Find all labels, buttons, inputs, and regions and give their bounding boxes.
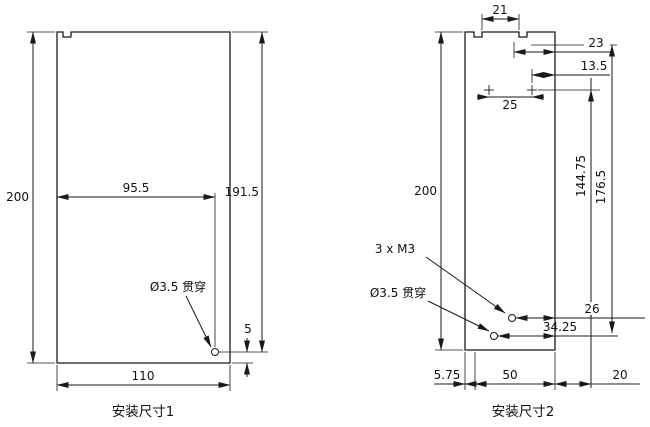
dim-width-2: 50 xyxy=(502,368,517,382)
m3-hole xyxy=(508,314,516,322)
dim-hole-x-1: 95.5 xyxy=(123,181,150,195)
dim-height-2: 200 xyxy=(414,184,437,198)
top-hole-center-marks xyxy=(484,85,537,95)
dim-hole-bottom-1: 5 xyxy=(244,322,252,336)
diagram-title-2: 安装尺寸2 xyxy=(492,404,555,420)
dim-23: 23 xyxy=(588,36,603,50)
through-hole-1 xyxy=(211,348,219,356)
dim-176-5: 176.5 xyxy=(594,170,608,204)
dim-25: 25 xyxy=(502,98,517,112)
dimension-lines-1 xyxy=(30,31,265,388)
dim-144-75: 144.75 xyxy=(574,155,588,197)
plate-outline-2 xyxy=(464,31,556,351)
through-hole-2 xyxy=(490,332,498,340)
plate-outline-1 xyxy=(56,31,231,364)
diagram-title-1: 安装尺寸1 xyxy=(112,404,175,420)
m3-leader-line xyxy=(425,256,506,314)
extension-lines-1 xyxy=(27,31,268,391)
text-backer xyxy=(577,302,607,315)
dim-hole-y-1: 191.5 xyxy=(225,185,259,199)
hole-callout-1: Ø3.5 贯穿 xyxy=(150,279,206,294)
dim-width-1: 110 xyxy=(132,369,155,383)
diagram-installation-1: 200 95.5 191.5 5 110 Ø3.5 贯穿 安装尺寸1 xyxy=(6,31,268,420)
dim-13-5: 13.5 xyxy=(581,59,608,73)
dimension-lines-2 xyxy=(434,16,645,388)
dim-height-1: 200 xyxy=(6,190,29,204)
dim-5-75: 5.75 xyxy=(434,368,461,382)
dim-notch-span: 21 xyxy=(492,3,507,17)
m3-callout: 3 x M3 xyxy=(375,242,415,256)
dim-26: 26 xyxy=(584,302,599,316)
dim-34-25: 34.25 xyxy=(543,320,577,334)
diagram-installation-2: 21 23 13.5 25 200 144.75 176.5 3 x M3 Ø3… xyxy=(370,3,645,420)
hole-callout-2: Ø3.5 贯穿 xyxy=(370,285,426,300)
dim-20: 20 xyxy=(612,368,627,382)
hole-leader-line-1 xyxy=(185,295,212,348)
hole-leader-line-2 xyxy=(427,300,490,332)
text-backer xyxy=(584,36,610,49)
